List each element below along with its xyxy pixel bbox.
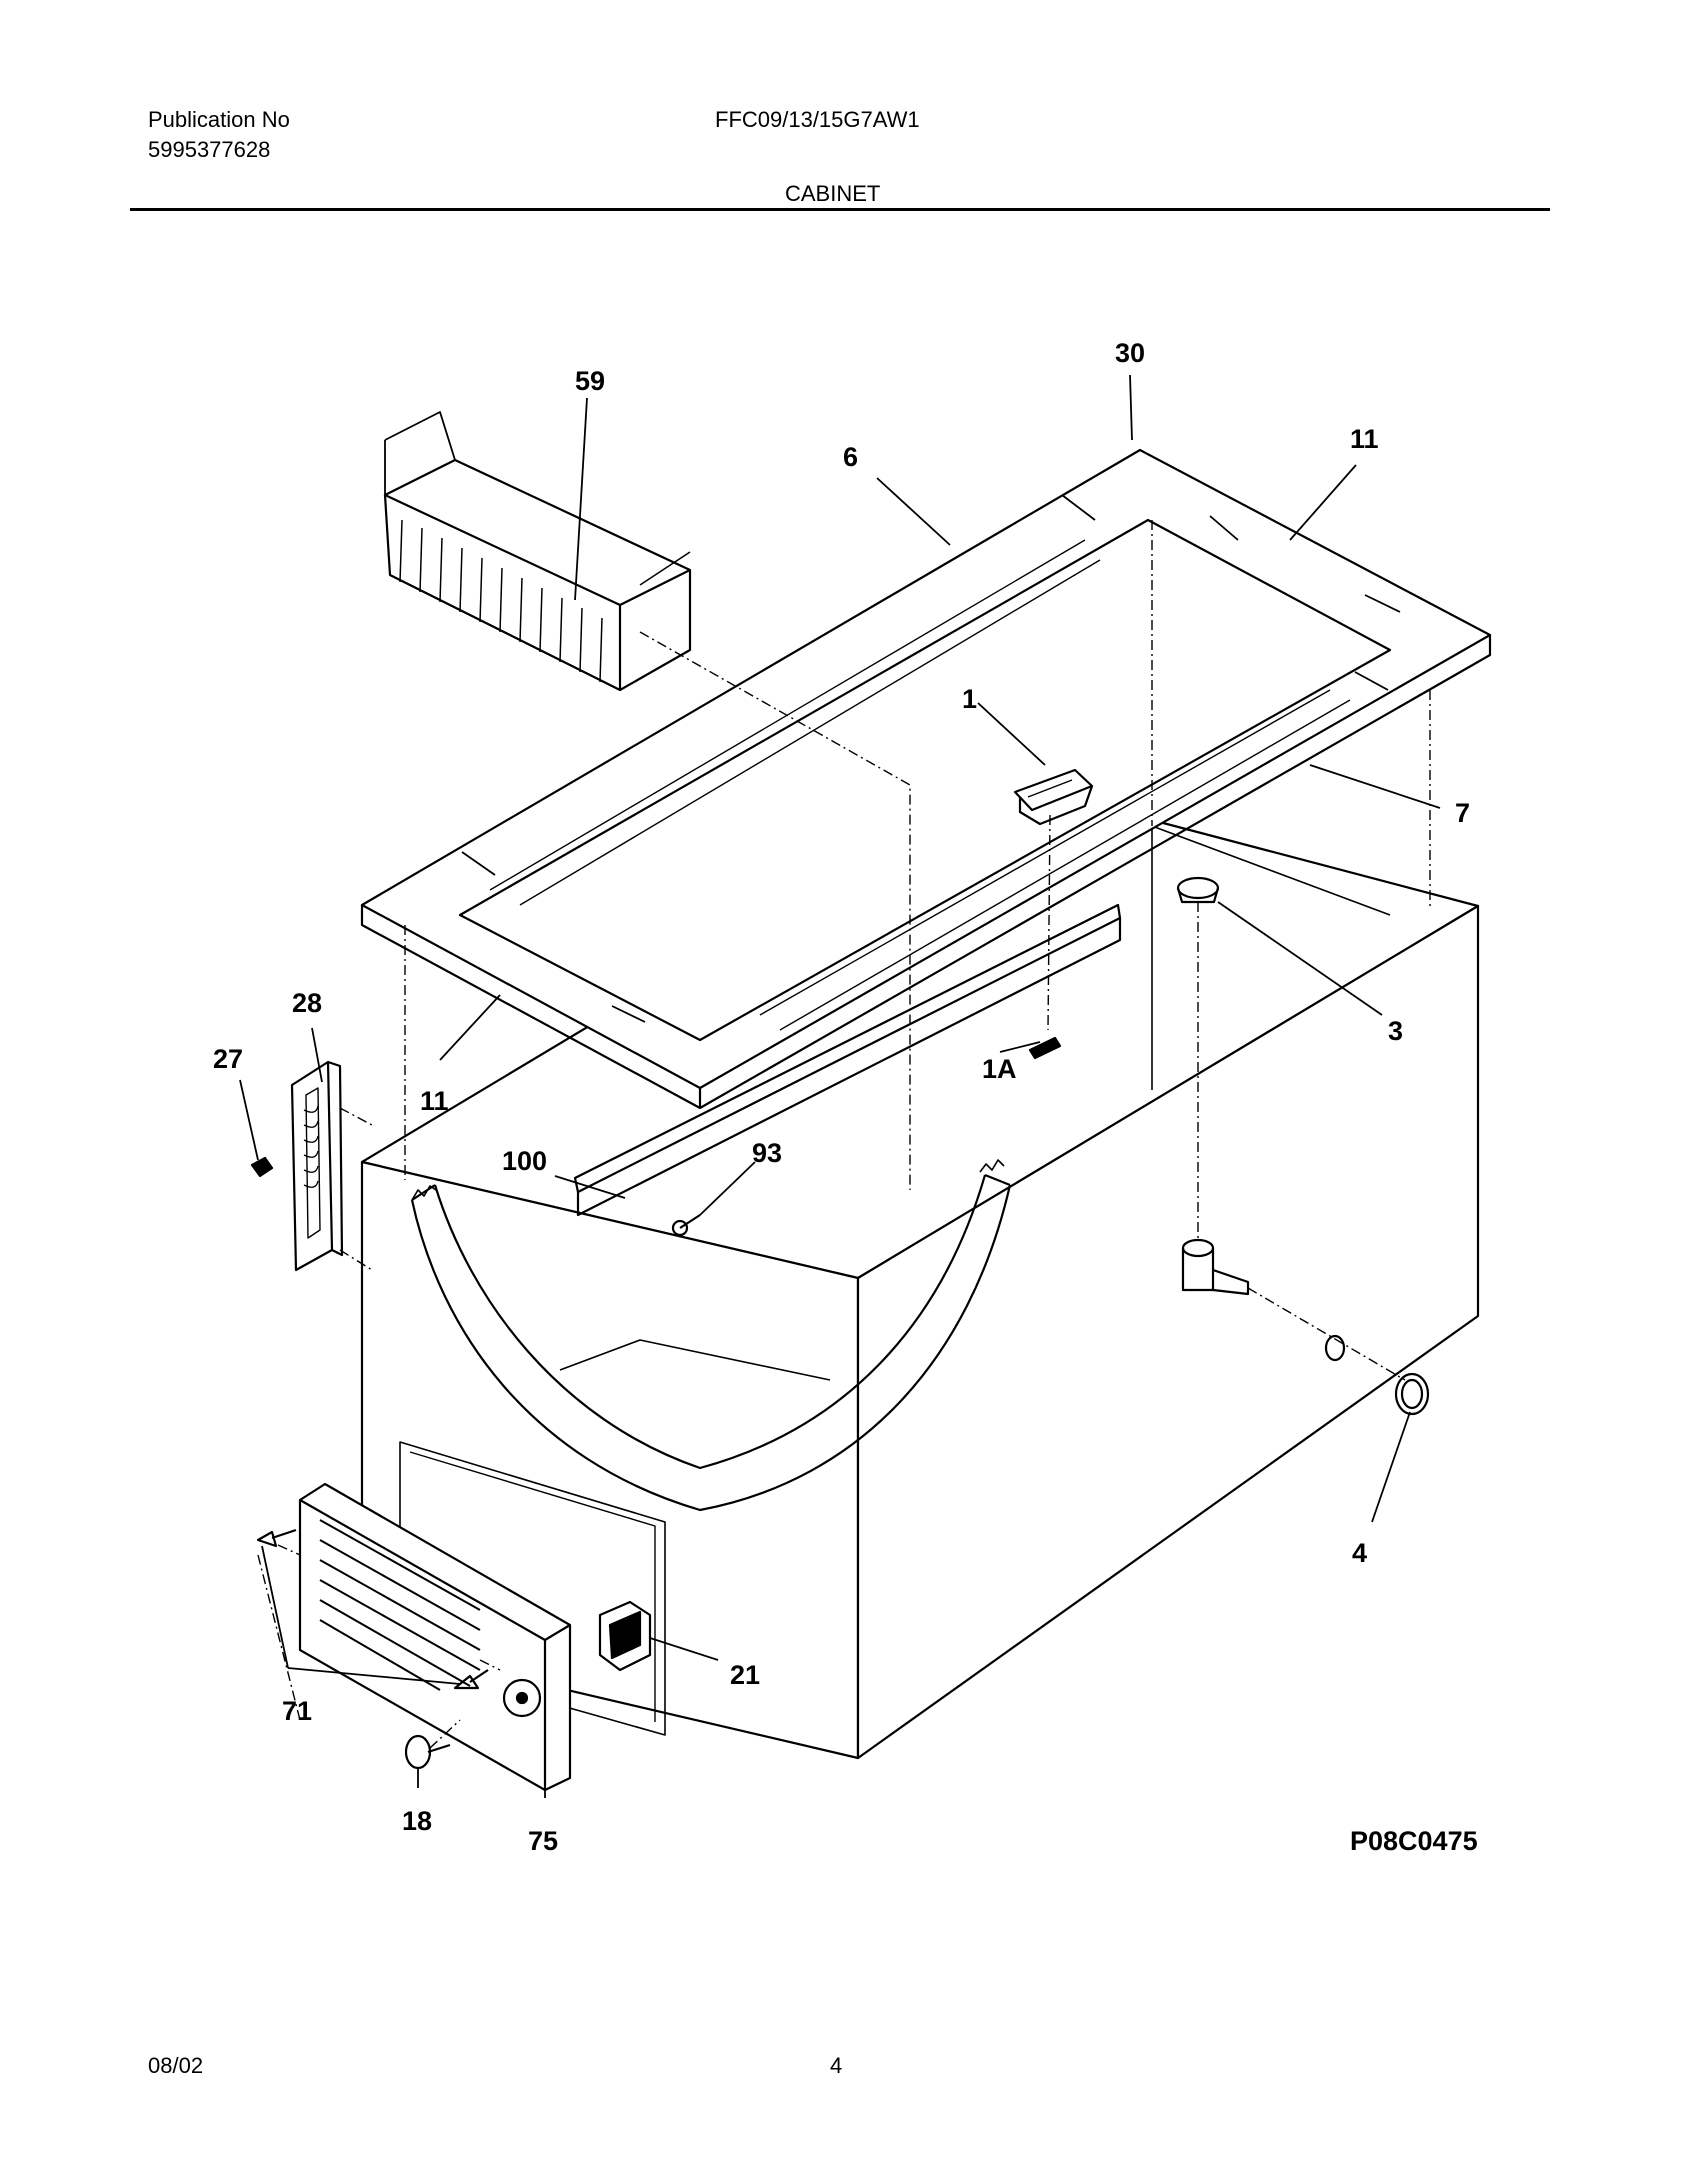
grommet [1324, 1334, 1346, 1362]
drain-cap [1394, 1372, 1430, 1416]
drain-plug [1176, 876, 1220, 904]
callout-6: 6 [843, 442, 858, 472]
lid-gasket-frame [360, 448, 1492, 1110]
callout-4: 4 [1352, 1538, 1367, 1568]
basket [383, 411, 692, 692]
model-number: FFC09/13/15G7AW1 [715, 107, 920, 132]
callout-75: 75 [528, 1826, 558, 1856]
grille [298, 1482, 572, 1792]
callout-28: 28 [292, 988, 322, 1018]
publication-number: 5995377628 [148, 137, 271, 162]
section-title: CABINET [785, 181, 881, 206]
callout-21: 21 [730, 1660, 760, 1690]
lid-handle [1013, 768, 1094, 826]
clip-1a [1028, 1036, 1062, 1060]
diagram-code: P08C0475 [1350, 1826, 1478, 1856]
screw-71-left [256, 1528, 297, 1548]
callout-11-bottom: 11 [420, 1086, 449, 1116]
leader-lines [239, 374, 1441, 1798]
temperature-control [598, 1600, 652, 1672]
callout-7: 7 [1455, 798, 1470, 828]
screw-93 [671, 1214, 701, 1237]
callout-30: 30 [1115, 338, 1145, 368]
footer-date: 08/02 [148, 2053, 204, 2078]
callout-71: 71 [282, 1696, 312, 1726]
callout-59: 59 [575, 366, 605, 396]
callout-27: 27 [213, 1044, 243, 1074]
callout-labels: 59 30 6 11 1 7 28 27 3 11 1A 100 93 4 21… [213, 338, 1470, 1856]
screw-27 [250, 1156, 274, 1178]
screw-71-right [453, 1669, 489, 1690]
callout-1a: 1A [982, 1054, 1017, 1084]
callout-1: 1 [962, 684, 977, 714]
knob-18 [404, 1734, 432, 1770]
hinge [290, 1060, 344, 1272]
callout-100: 100 [502, 1146, 547, 1176]
page-number: 4 [830, 2053, 843, 2078]
callout-93: 93 [752, 1138, 782, 1168]
callout-11-top: 11 [1350, 424, 1379, 454]
callout-18: 18 [402, 1806, 432, 1836]
header-rule [130, 208, 1550, 211]
trim-strip [573, 903, 1122, 1217]
publication-label: Publication No [148, 107, 290, 132]
alignment-lines [257, 520, 1431, 1749]
callout-3: 3 [1388, 1016, 1403, 1046]
